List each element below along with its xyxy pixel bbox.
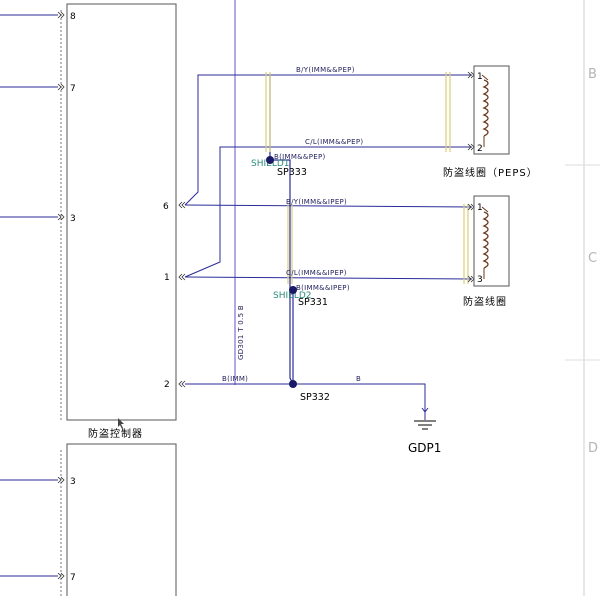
- shield-markers: [265, 72, 469, 284]
- coil-ipep-label: 防盗线圈: [463, 295, 507, 308]
- controller-right-arrows: [178, 201, 186, 388]
- controller-module-top: 防盗控制器 8 7 3 6 1 2: [60, 3, 177, 440]
- sheet-border: B C D: [565, 0, 600, 596]
- shield-drains: [269, 75, 294, 385]
- wire-label-cl-pep: C/L(IMM&&PEP): [305, 138, 363, 146]
- border-letter-c: C: [588, 251, 597, 266]
- coil-ipep-pin-1: 1: [477, 203, 483, 213]
- border-letter-b: B: [588, 67, 597, 82]
- coil-peps: 1 2 防盗线圈（PEPS）: [443, 65, 538, 179]
- pin-1: 1: [164, 273, 170, 283]
- wire-label-b: B: [356, 375, 361, 383]
- splice-label-sp331: SP331: [298, 297, 328, 308]
- coil-peps-label: 防盗线圈（PEPS）: [443, 166, 538, 179]
- coil-peps-pin-2: 2: [477, 144, 483, 154]
- ground-label: GDP1: [408, 441, 441, 455]
- wire-label-by-ipep: B/Y(IMM&&IPEP): [286, 198, 347, 206]
- pin-7-bottom: 7: [70, 573, 76, 583]
- pin-3: 3: [70, 214, 76, 224]
- coil-ipep-pin-3: 3: [477, 275, 483, 285]
- vertical-wire-gd301: GD301 T 0.5 B: [234, 0, 245, 385]
- wire-label-by-pep: B/Y(IMM&&PEP): [296, 66, 355, 74]
- splice-label-sp333: SP333: [277, 167, 307, 178]
- splice-sp331: [289, 286, 297, 294]
- pin-8: 8: [70, 12, 76, 22]
- splice-sp332: [289, 380, 297, 388]
- ground-gdp1: [414, 407, 436, 430]
- splice-label-sp332: SP332: [300, 392, 330, 403]
- splice-points: SP333 SP331 SP332: [266, 156, 330, 403]
- shield2-wire-label: B(IMM&&IPEP): [296, 284, 350, 292]
- cursor-icon: [118, 418, 124, 429]
- pin-6: 6: [163, 202, 169, 212]
- shield1-label: SHIELD1: [251, 159, 290, 169]
- left-wires: [0, 14, 58, 577]
- left-connector-arrows: [57, 11, 65, 580]
- coil-peps-pin-1: 1: [477, 72, 483, 82]
- pin-2: 2: [164, 380, 170, 390]
- vertical-wire-label: GD301 T 0.5 B: [237, 305, 245, 360]
- wires-peps: [184, 74, 473, 420]
- shield-labels: SHIELD1 B(IMM&&PEP) SHIELD2 B(IMM&&IPEP): [251, 153, 350, 301]
- pin-7: 7: [70, 84, 76, 94]
- wire-labels: B/Y(IMM&&PEP) C/L(IMM&&PEP) B/Y(IMM&&IPE…: [222, 66, 363, 383]
- controller-label: 防盗控制器: [88, 427, 143, 440]
- shield1-wire-label: B(IMM&&PEP): [274, 153, 326, 161]
- coil-ipep: 1 3 防盗线圈: [463, 195, 510, 308]
- shield2-label: SHIELD2: [273, 291, 312, 301]
- controller-module-bottom: 3 7: [60, 443, 177, 596]
- border-letter-d: D: [588, 441, 598, 456]
- pin-3-bottom: 3: [70, 477, 76, 487]
- splice-sp333: [266, 156, 274, 164]
- wire-label-b-imm: B(IMM): [222, 375, 248, 383]
- wire-label-cl-ipep: C/L(IMM&&IPEP): [286, 269, 347, 277]
